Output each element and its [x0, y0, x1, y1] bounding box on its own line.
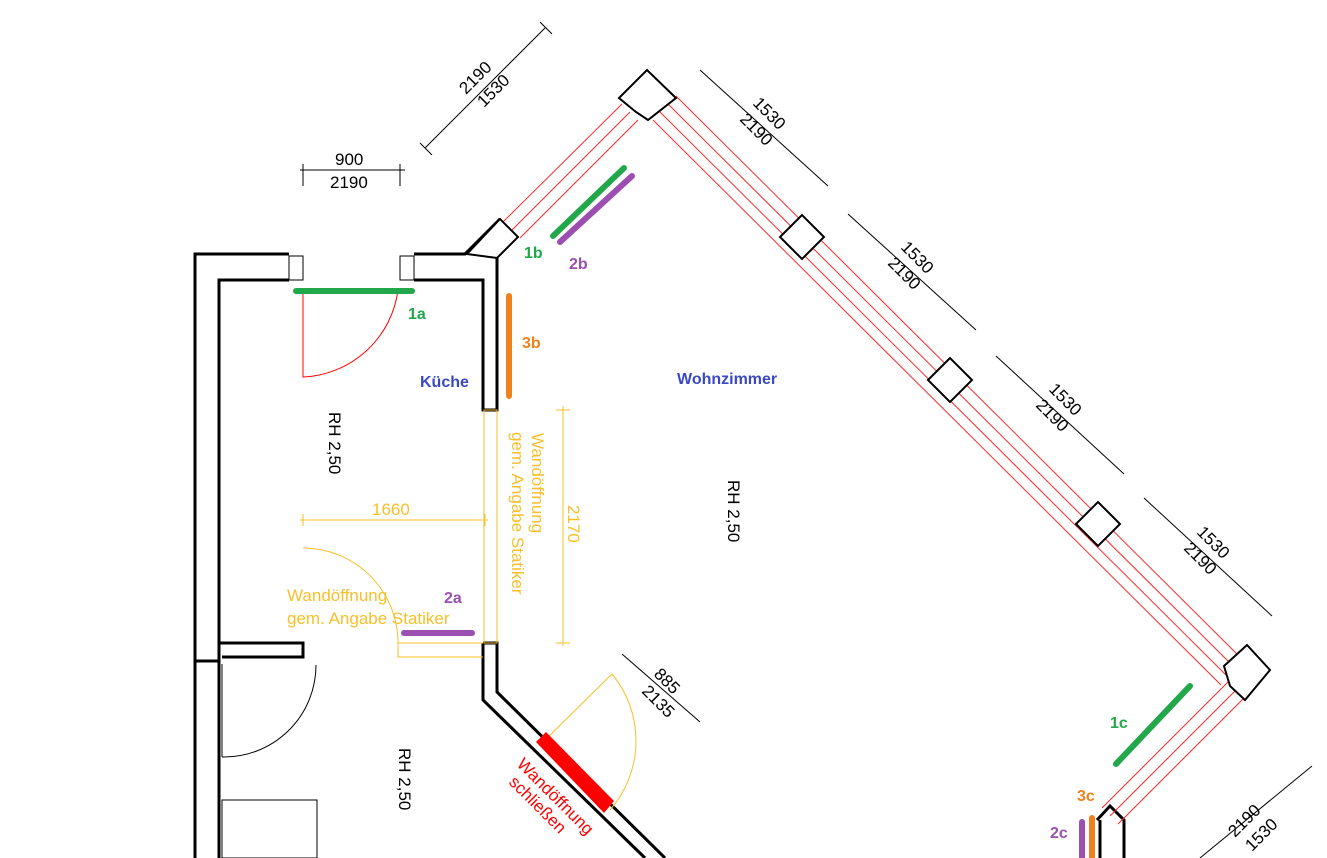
dim-opening-height: 2170	[564, 505, 583, 543]
kitchen-bottom-wall	[219, 641, 305, 659]
bar-1b	[550, 165, 627, 239]
dim-door-top-width: 900	[335, 150, 363, 169]
dim-opening-width: 1660	[372, 500, 410, 519]
room-height-kitchen: RH 2,50	[325, 412, 344, 474]
door-swing-bottom	[539, 673, 637, 811]
doors	[221, 288, 637, 858]
room-height-hall: RH 2,50	[395, 748, 414, 810]
note-opening-vertical-1: Wandöffnung	[528, 433, 547, 533]
inner-wall-left	[217, 278, 289, 858]
hall-wall-right-outer	[481, 643, 647, 858]
door-jamb-right	[399, 255, 415, 281]
door-swing-kitchen	[302, 288, 399, 378]
room-label-kitchen: Küche	[420, 374, 469, 391]
dimline-window-nw	[419, 21, 553, 156]
bar-1c	[1113, 683, 1193, 767]
pillar-3	[1074, 500, 1122, 548]
dimline-opening-width	[300, 514, 488, 526]
note-opening-vertical-2: gem. Angabe Statiker	[508, 432, 527, 595]
dim-door-top-height: 2190	[330, 173, 368, 192]
pillar-nw	[464, 217, 520, 260]
outer-wall-left	[193, 252, 289, 858]
marker-label-2c: 2c	[1050, 825, 1068, 842]
note-opening-horizontal-2: gem. Angabe Statiker	[287, 609, 450, 628]
room-label-living: Wohnzimmer	[677, 371, 777, 388]
dimline-window-ne-1	[699, 69, 829, 187]
bar-2b	[557, 173, 635, 245]
wall-bottom-right	[1095, 803, 1126, 858]
marker-bars	[293, 165, 1193, 858]
note-opening-horizontal-1: Wandöffnung	[287, 586, 387, 605]
pillar-top	[617, 68, 678, 122]
windows	[502, 95, 1247, 825]
door-swing-hall	[221, 664, 317, 758]
wall-opening-horizontal	[302, 547, 483, 658]
window-nw	[502, 103, 639, 239]
marker-label-3b: 3b	[522, 335, 541, 352]
pillar-2	[926, 356, 974, 404]
room-height-living: RH 2,50	[724, 480, 743, 542]
window-se	[1101, 679, 1247, 825]
pillar-1	[778, 213, 826, 261]
marker-label-2b: 2b	[569, 256, 588, 273]
marker-label-3c: 3c	[1077, 788, 1095, 805]
dimension-lines	[300, 21, 1313, 858]
pillar-corner	[1222, 643, 1272, 702]
marker-label-1b: 1b	[524, 245, 543, 262]
dimline-window-se	[1199, 765, 1313, 858]
dimline-window-ne-3	[995, 355, 1125, 475]
marker-label-2a: 2a	[444, 590, 462, 607]
marker-label-1c: 1c	[1110, 715, 1128, 732]
wall-opening-vertical	[483, 409, 498, 644]
walls	[193, 217, 1126, 858]
dimline-window-ne-2	[847, 213, 977, 331]
dimline-opening-height	[556, 406, 570, 646]
wall-close-marker	[536, 732, 614, 813]
door-jamb-left	[288, 255, 304, 281]
marker-label-1a: 1a	[408, 306, 426, 323]
dimline-window-ne-4	[1143, 497, 1273, 617]
dimline-door-bottom	[621, 653, 701, 723]
pillars	[464, 68, 1272, 702]
dimline-door-top	[300, 164, 405, 186]
cabinet	[221, 799, 318, 858]
